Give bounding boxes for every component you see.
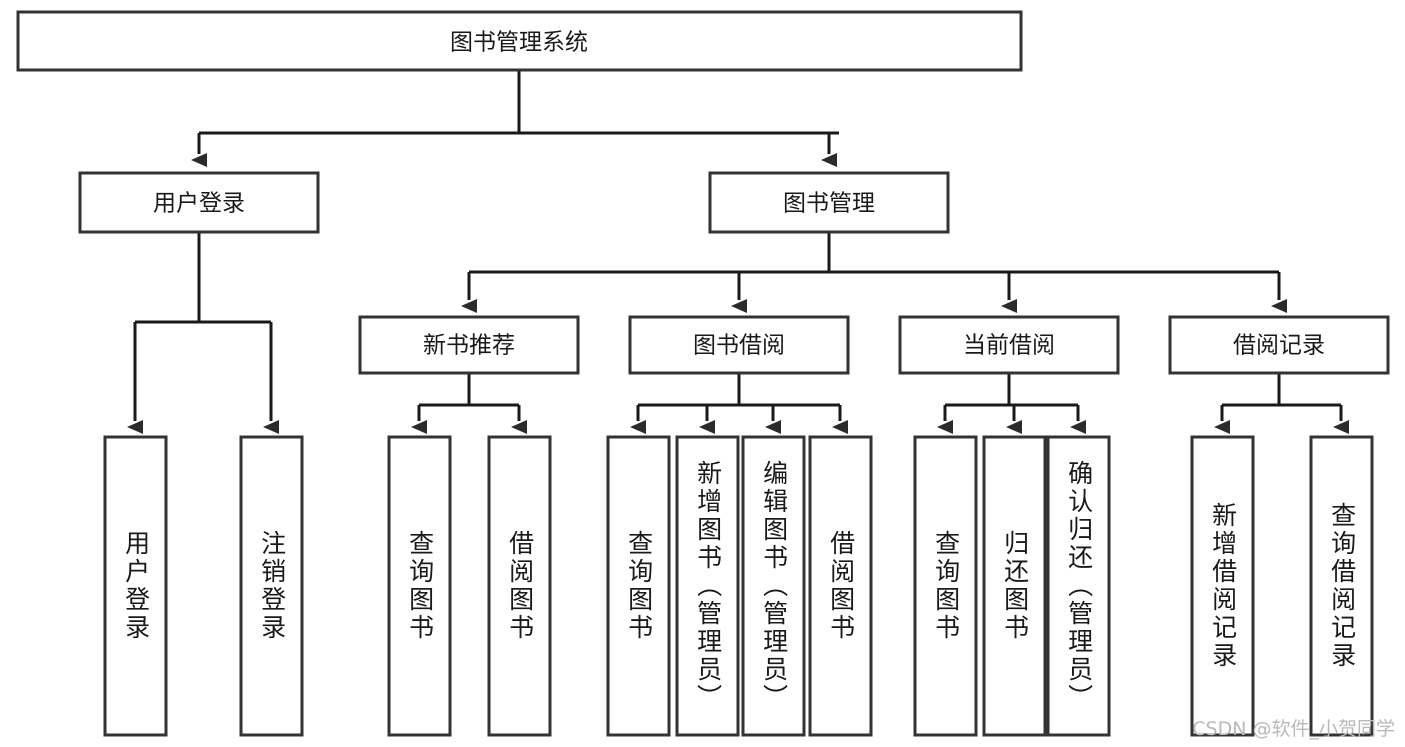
node-root-label: 图书管理系统 — [450, 30, 588, 56]
node-leaf-query-book-2[interactable]: 查询图书 — [606, 435, 671, 737]
watermark-text: CSDN @软件_小贺同学 — [1192, 718, 1395, 740]
connector-bookmanage-to-level3 — [461, 232, 1287, 313]
node-leaf-return-book[interactable]: 归还图书 — [982, 435, 1047, 737]
node-user-login[interactable]: 用户登录 — [78, 171, 320, 234]
connector-userlogin-to-leaves — [127, 232, 279, 434]
node-book-manage[interactable]: 图书管理 — [708, 171, 950, 234]
node-leaf-query-book-1-label: 查询图书 — [405, 530, 435, 642]
node-leaf-borrow-book-2-label: 借阅图书 — [826, 530, 856, 642]
node-borrow-record[interactable]: 借阅记录 — [1168, 315, 1390, 375]
node-leaf-borrow-book-1[interactable]: 借阅图书 — [487, 435, 552, 737]
node-leaf-add-record[interactable]: 新增借阅记录 — [1190, 435, 1255, 737]
node-leaf-logout-login-label: 注销登录 — [257, 530, 287, 642]
node-leaf-add-book-label: 新增图书（管理员） — [693, 460, 723, 712]
node-leaf-user-login[interactable]: 用户登录 — [103, 435, 168, 737]
node-root[interactable]: 图书管理系统 — [16, 10, 1023, 72]
connector-root-to-level2 — [191, 70, 839, 167]
node-book-borrow[interactable]: 图书借阅 — [628, 315, 850, 375]
connector-currentborrow-to-leaves — [937, 373, 1086, 434]
node-new-book-rec-label: 新书推荐 — [423, 333, 515, 359]
node-leaf-query-record-label: 查询借阅记录 — [1327, 502, 1357, 670]
node-leaf-query-book-1[interactable]: 查询图书 — [387, 435, 452, 737]
node-leaf-query-record[interactable]: 查询借阅记录 — [1309, 435, 1374, 737]
node-leaf-confirm-return[interactable]: 确认归还（管理员） — [1046, 435, 1111, 737]
node-user-login-label: 用户登录 — [153, 191, 245, 217]
node-leaf-add-book[interactable]: 新增图书（管理员） — [675, 435, 740, 737]
node-leaf-edit-book-label: 编辑图书（管理员） — [759, 460, 789, 712]
node-leaf-borrow-book-2[interactable]: 借阅图书 — [808, 435, 873, 737]
node-leaf-query-book-3[interactable]: 查询图书 — [913, 435, 978, 737]
connector-newbookrec-to-leaves — [411, 373, 527, 434]
node-leaf-borrow-book-1-label: 借阅图书 — [505, 530, 535, 642]
node-leaf-logout-login[interactable]: 注销登录 — [239, 435, 304, 737]
node-leaf-add-record-label: 新增借阅记录 — [1208, 502, 1238, 670]
node-leaf-confirm-return-label: 确认归还（管理员） — [1064, 460, 1094, 712]
node-leaf-edit-book[interactable]: 编辑图书（管理员） — [741, 435, 806, 737]
connector-borrowrecord-to-leaves — [1214, 373, 1349, 434]
node-book-manage-label: 图书管理 — [783, 191, 875, 217]
node-book-borrow-label: 图书借阅 — [693, 333, 785, 359]
node-borrow-record-label: 借阅记录 — [1233, 333, 1325, 359]
node-leaf-user-login-label: 用户登录 — [121, 530, 151, 642]
node-leaf-query-book-2-label: 查询图书 — [624, 530, 654, 642]
node-new-book-rec[interactable]: 新书推荐 — [358, 315, 580, 375]
node-leaf-query-book-3-label: 查询图书 — [931, 530, 961, 642]
connector-bookborrow-to-leaves — [630, 373, 848, 434]
node-current-borrow-label: 当前借阅 — [963, 333, 1055, 359]
node-leaf-return-book-label: 归还图书 — [1000, 530, 1030, 642]
node-current-borrow[interactable]: 当前借阅 — [898, 315, 1120, 375]
